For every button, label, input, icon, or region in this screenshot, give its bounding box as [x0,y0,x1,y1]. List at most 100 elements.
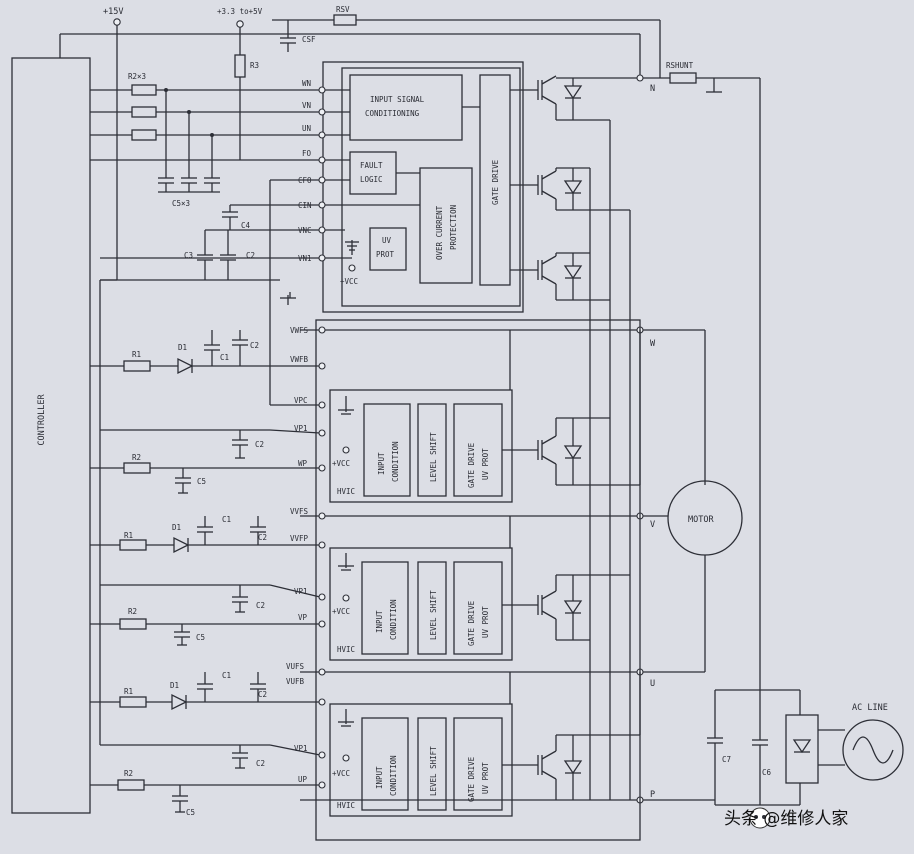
hvic-w-block [329,389,513,503]
hvic-v-input [361,561,409,655]
pin-vnc: VNC [298,226,312,235]
watermark: 头条 @维修人家 [724,807,848,829]
c2-w-label: C2 [250,341,259,350]
pin-wp: WP [298,459,308,468]
pin-vvfs: VVFS [290,507,309,516]
low-vcc-label: +VCC [340,277,358,286]
hvic-v-label: HVIC [337,645,355,654]
r1-u-label: R1 [124,687,133,696]
r1-w-label: R1 [132,350,141,359]
d1-v-diode [173,536,190,554]
d1-v-label: D1 [172,523,181,532]
over-current-label: OVER CURRENT [435,205,444,260]
v15-label: +15V [103,7,123,17]
hvic-u-input-label-2: CONDITION [389,755,398,796]
c5-v-label: C5 [196,633,205,642]
over-current-block [419,167,473,284]
pin-vufs: VUFS [286,662,305,671]
r3-resistor [234,54,246,78]
rshunt-resistor [669,72,697,84]
pin-vvfp: VVFP [290,534,309,543]
hvic-w-gate [453,403,503,497]
hvic-w-input-label-2: CONDITION [391,441,400,482]
r2-v-resistor [119,618,147,630]
r1-v-resistor [119,539,147,551]
r2-w-label: R2 [132,453,141,462]
hvic-w-label: HVIC [337,487,355,496]
v15-terminal [113,18,121,26]
pin-vp1-v: VP1 [294,587,308,596]
rsv-resistor [333,14,357,26]
hvic-v-shift-label: LEVEL SHIFT [429,590,438,640]
hvic-u-shift [417,717,447,811]
r2-vn-resistor [131,106,157,118]
node-n: N [650,84,655,94]
c2-v2-label: C2 [256,601,265,610]
rshunt-label: RSHUNT [666,61,694,70]
c4-label: C4 [241,221,251,230]
hvic-w-input [363,403,411,497]
hvic-v-block [329,547,513,661]
hvic-v-gate-label-2: UV PROT [481,606,490,638]
hvic-u-input-label: INPUT [375,766,384,789]
d1-u-diode [171,693,188,711]
low-pin-labels: WN VN UN FO CFO CIN VNC VN1 [298,79,420,263]
r1-w-resistor [123,360,151,372]
ac-line-label: AC LINE [852,703,888,713]
input-signal-label: INPUT SIGNAL [370,95,425,104]
low-gate-drive-label: GATE DRIVE [491,159,500,205]
supply-rails: +15V +3.3 to+5V R3 RSV CSF [59,5,661,745]
pin-vpc: VPC [294,396,308,405]
csf-label: CSF [302,35,316,44]
c1-w-label: C1 [220,353,229,362]
c6-label: C6 [762,768,772,777]
fault-label-2: LOGIC [360,175,383,184]
low-igbts [510,75,640,301]
ac-source [842,719,904,781]
hvic-v-shift [417,561,447,655]
fault-label: FAULT [360,161,383,170]
c3-label: C3 [184,251,193,260]
r2-w-resistor [123,462,151,474]
pin-vwfs: VWFS [290,326,309,335]
hvic-v-input-label: INPUT [375,610,384,633]
hvic-u-input [361,717,409,811]
c2-u2-label: C2 [256,759,265,768]
pin-vwfb: VWFB [290,355,309,364]
pin-vn: VN [302,101,311,110]
c1-v-label: C1 [222,515,231,524]
pin-vn1: VN1 [298,254,312,263]
igbt-un [510,255,583,285]
d1-w-label: D1 [178,343,187,352]
high-side-v: R1 D1 C1 C2 C2 R2 C5 VVFS VVFP VP [90,507,630,661]
r2-u-label: R2 [124,769,133,778]
pin-vufb: VUFB [286,677,305,686]
r2-wn-resistor [131,84,157,96]
pin-vp1-w: VP1 [294,424,308,433]
v33-label: +3.3 to+5V [217,7,263,16]
r1-u-resistor [119,696,147,708]
dc-bus: N RSHUNT [589,34,761,800]
pin-up: UP [298,775,308,784]
igbt-wn [510,75,583,105]
hvic-w-shift-label: LEVEL SHIFT [429,432,438,482]
igbt-vn [510,170,583,200]
node-p: P [650,790,655,800]
hvic-u-label: HVIC [337,801,355,810]
c5x3-label: C5×3 [172,199,190,208]
uv-prot-block [369,227,407,271]
hvic-v-gate [453,561,503,655]
pin-wn: WN [302,79,311,88]
motor [667,480,743,556]
r2-v-label: R2 [128,607,137,616]
hvic-u-gate-label: GATE DRIVE [467,756,476,802]
pin-un: UN [302,124,311,133]
node-w: W [650,339,656,349]
r3-label: R3 [250,61,259,70]
hvic-w-vcc: +VCC [332,459,350,468]
r1-v-label: R1 [124,531,133,540]
dc-link: C7 C6 AC LINE [707,689,904,806]
hvic-u-vcc: +VCC [332,769,350,778]
